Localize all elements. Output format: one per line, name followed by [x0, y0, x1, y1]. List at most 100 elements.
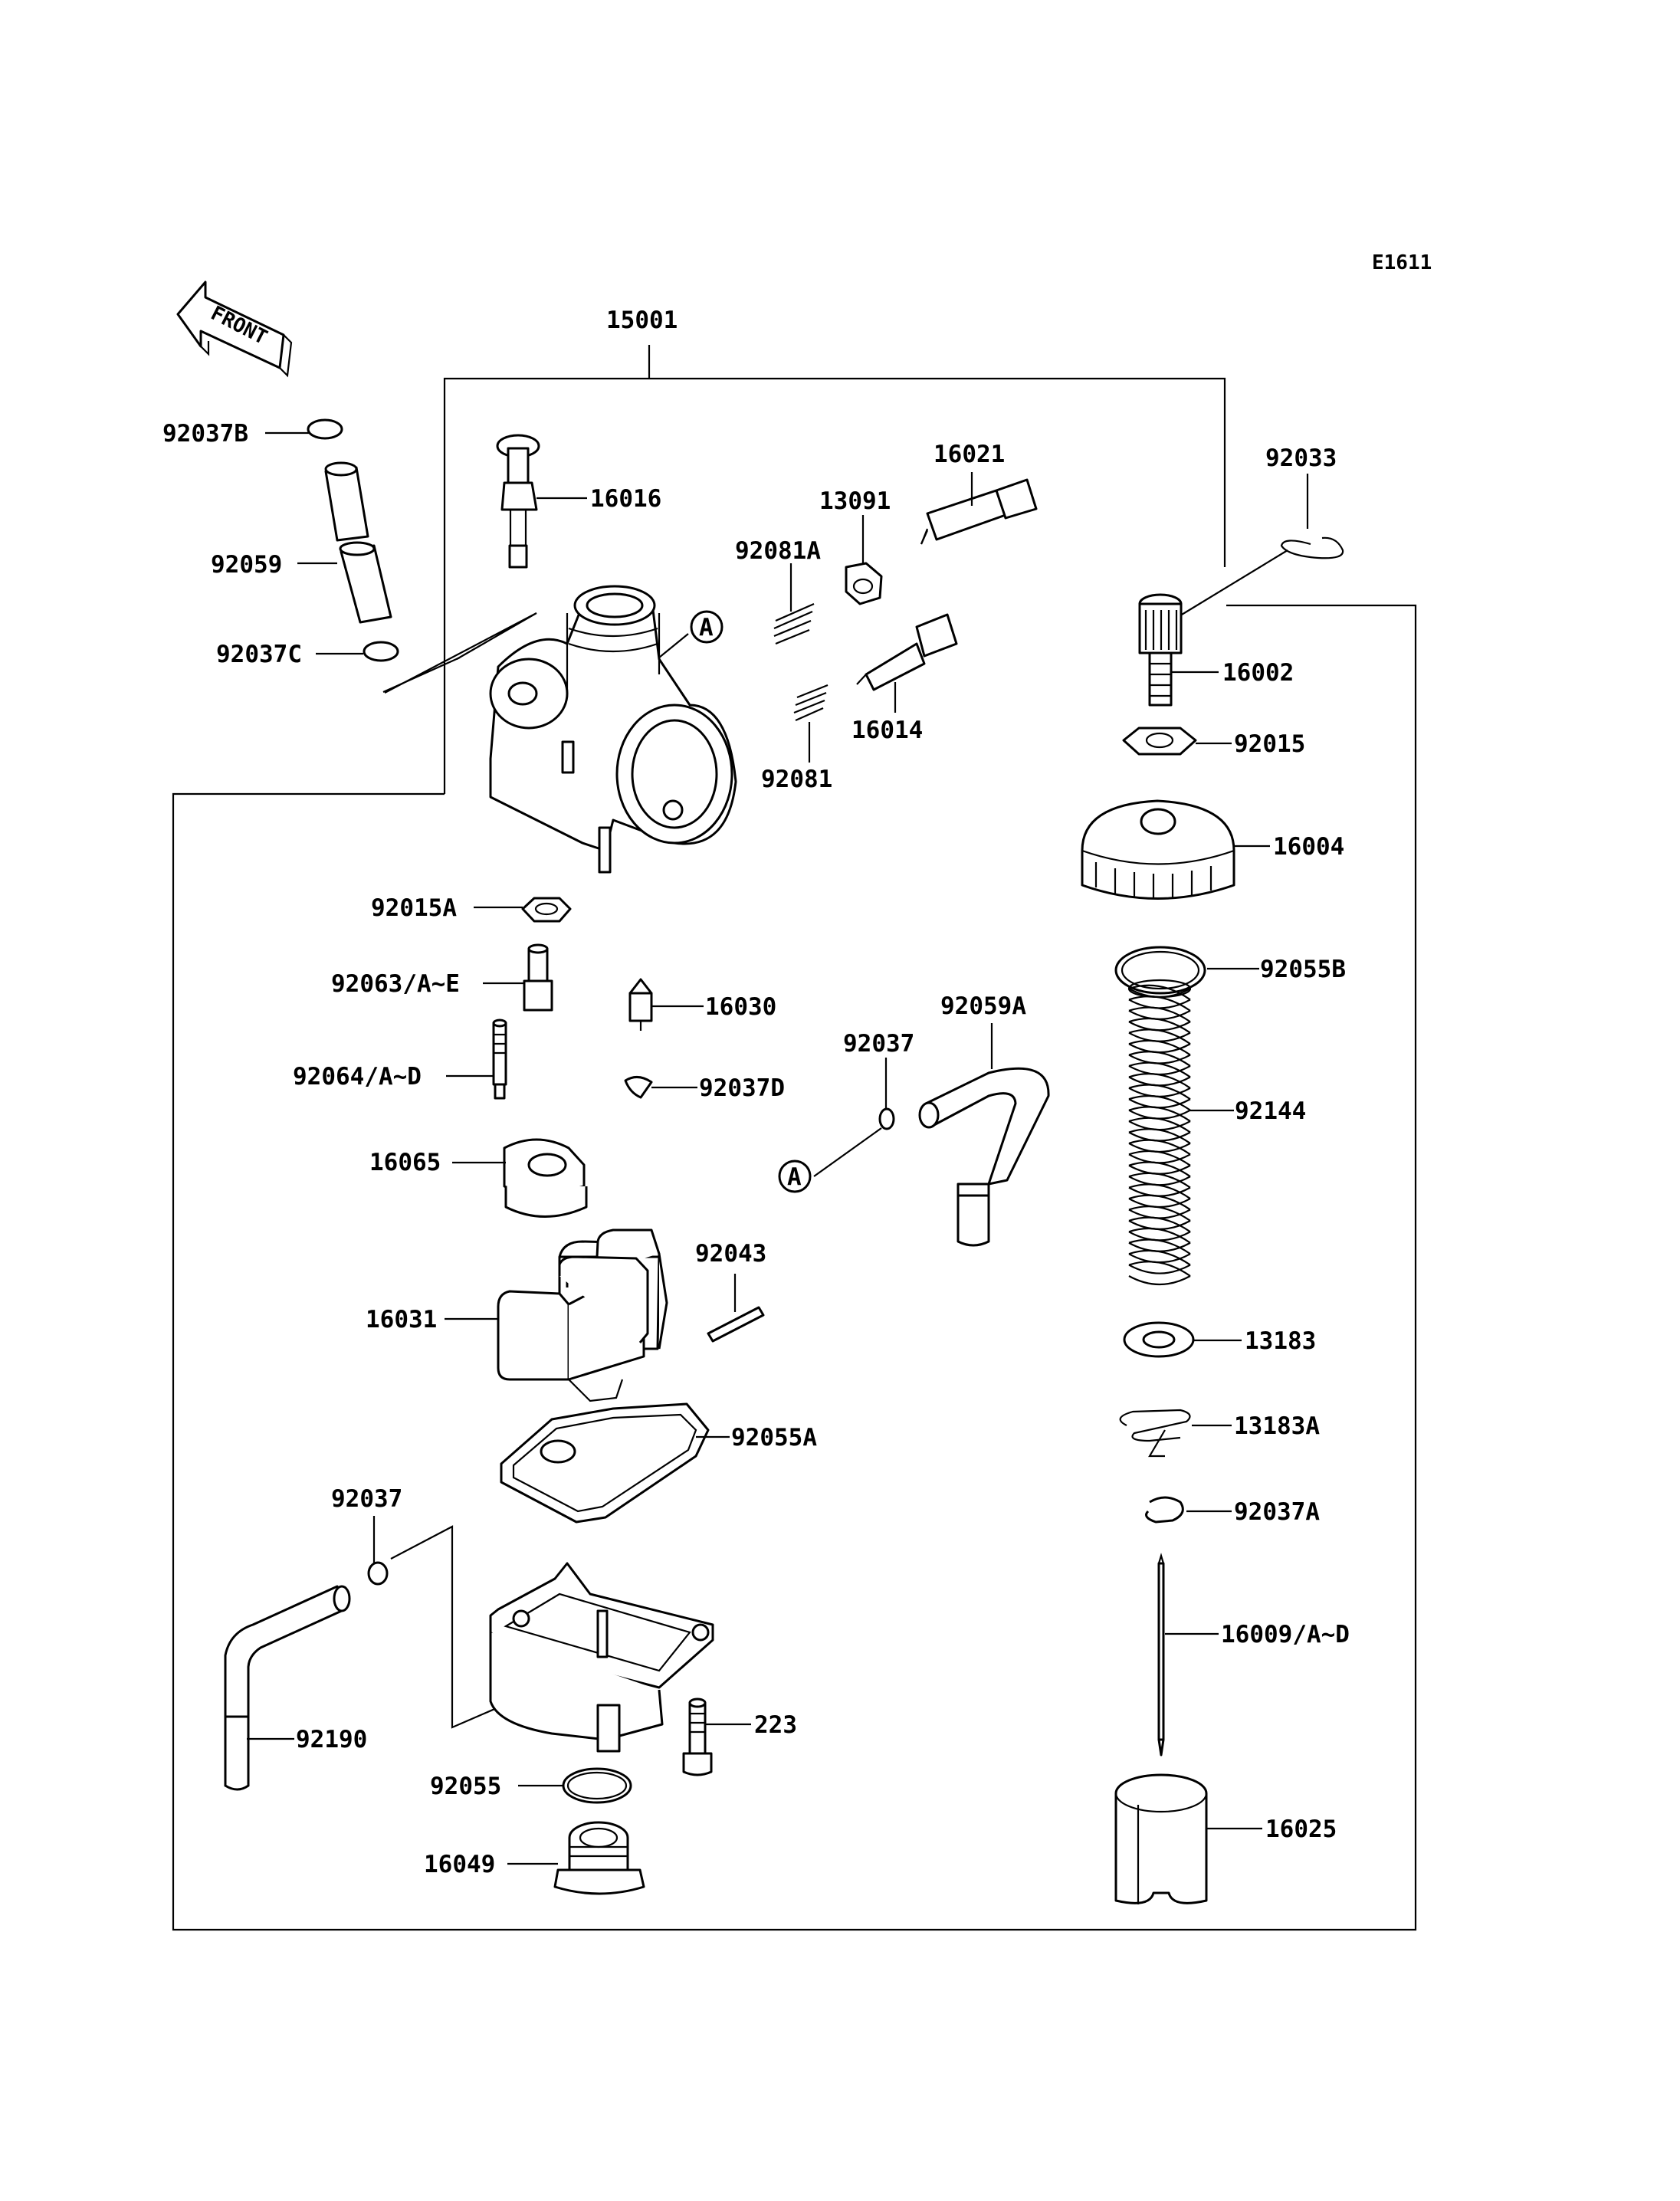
label-92037c: 92037C: [216, 641, 302, 668]
spring-coil-back: [1128, 1261, 1191, 1277]
plug-16049-part: [507, 1821, 645, 1895]
spring-92081a-part: [773, 563, 815, 645]
oring-92055-part: [518, 1767, 632, 1804]
hose-92190-part: [224, 1585, 351, 1791]
clip-92037a-part: [1145, 1496, 1232, 1524]
spring-coil: [1128, 1264, 1191, 1274]
label-16009: 16009/A~D: [1221, 1621, 1350, 1648]
spring-coil-back: [1128, 1073, 1191, 1089]
nut-13091-part: [845, 515, 883, 605]
label-92037b: 92037B: [162, 420, 248, 448]
spring-coil: [1128, 1253, 1191, 1264]
callout-a-upper: [690, 610, 724, 644]
label-92015: 92015: [1234, 730, 1305, 758]
label-16004: 16004: [1273, 833, 1344, 861]
label-16002: 16002: [1222, 659, 1294, 687]
oring-92055b-part: [1114, 946, 1259, 995]
label-92055b: 92055B: [1260, 956, 1346, 983]
needle-16014-part: [856, 613, 958, 713]
label-92059: 92059: [211, 551, 282, 579]
screw-16016-part: [496, 434, 587, 569]
label-92063: 92063/A~E: [331, 970, 460, 998]
hose-92059-part: [297, 461, 392, 624]
spring-coil: [1128, 1054, 1191, 1064]
spring-coil: [1128, 1142, 1191, 1153]
label-16031: 16031: [366, 1306, 437, 1333]
spring-top-coil: [1127, 979, 1192, 999]
spring-coil: [1128, 1064, 1191, 1076]
spring-coil-back: [1128, 1128, 1191, 1144]
spring-coil: [1128, 1186, 1191, 1197]
spring-coil: [1128, 1153, 1191, 1164]
clip-92037b-part: [265, 418, 343, 440]
label-223: 223: [754, 1711, 797, 1739]
spring-coil: [1128, 1209, 1191, 1219]
spring-coil: [1128, 1131, 1191, 1142]
spring-coil: [1128, 1087, 1191, 1097]
label-13091: 13091: [819, 487, 891, 515]
float-16031-part: [445, 1228, 668, 1402]
spring-coil: [1128, 1242, 1191, 1252]
clip-13183a-part: [1119, 1409, 1232, 1458]
label-92033: 92033: [1265, 444, 1337, 472]
spring-coil-back: [1128, 1249, 1191, 1266]
spring-coil-back: [1128, 1061, 1191, 1078]
label-16021: 16021: [934, 441, 1005, 468]
spring-coil-back: [1128, 1139, 1191, 1156]
label-15001: 15001: [606, 307, 678, 334]
clip-92037-lower-part: [367, 1516, 499, 1729]
baffle-16065-part: [452, 1138, 588, 1218]
spring-coil-back: [1128, 1028, 1191, 1045]
spring-coil: [1128, 1076, 1191, 1087]
spring-coil-back: [1128, 1216, 1191, 1233]
label-92190: 92190: [296, 1726, 367, 1753]
spring-coil-back: [1128, 1094, 1191, 1111]
label-16014: 16014: [851, 717, 923, 744]
diagram-code: E1611: [1372, 251, 1432, 274]
clip-92037c-part: [316, 641, 399, 662]
label-92043: 92043: [695, 1240, 766, 1268]
float-bowl-part: [489, 1562, 714, 1753]
spring-coil: [1128, 1164, 1191, 1175]
nut-92015a-part: [474, 897, 572, 923]
nut-92015-part: [1122, 727, 1232, 756]
spring-coil: [1128, 1109, 1191, 1120]
label-92059a: 92059A: [940, 992, 1026, 1020]
label-92037-upper: 92037: [843, 1030, 914, 1058]
spring-coil-back: [1128, 1205, 1191, 1222]
spring-coil-back: [1128, 1084, 1191, 1100]
spring-coil-back: [1128, 1150, 1191, 1166]
spring-coil: [1128, 1198, 1191, 1209]
spring-92081-part: [793, 684, 829, 763]
spring-coil: [1128, 999, 1191, 1009]
spring-coil: [1128, 1043, 1191, 1054]
spring-coil-back: [1128, 1172, 1191, 1189]
label-13183a: 13183A: [1234, 1412, 1320, 1440]
label-92037d: 92037D: [699, 1074, 785, 1102]
spring-92144-part: [1127, 979, 1192, 1286]
spring-coil: [1128, 1021, 1191, 1032]
spring-coil-back: [1128, 1238, 1191, 1255]
label-16016: 16016: [590, 485, 661, 513]
label-92081: 92081: [761, 766, 832, 793]
label-92055a: 92055A: [731, 1424, 817, 1451]
throttle-valve-16025-part: [1114, 1773, 1262, 1904]
label-13183: 13183: [1245, 1327, 1316, 1355]
spring-coil-back: [1128, 1194, 1191, 1211]
pin-92043-part: [707, 1274, 765, 1343]
label-16025: 16025: [1265, 1816, 1337, 1843]
screw-16021-part: [920, 472, 1038, 545]
spring-coil-back: [1128, 1227, 1191, 1244]
gasket-92055a-part: [500, 1402, 730, 1524]
spring-coil: [1128, 1120, 1191, 1131]
jet-92063-part: [483, 943, 553, 1012]
spring-coil-back: [1128, 1039, 1191, 1056]
spring-coil-back: [1128, 984, 1191, 1001]
label-16049: 16049: [424, 1851, 495, 1878]
label-92015a: 92015A: [371, 894, 457, 922]
label-92055: 92055: [430, 1773, 501, 1800]
spring-coil-back: [1128, 1117, 1191, 1133]
callout-a-lower-label: A: [787, 1163, 802, 1191]
spring-coil: [1128, 1231, 1191, 1242]
cap-16004-part: [1081, 799, 1270, 900]
